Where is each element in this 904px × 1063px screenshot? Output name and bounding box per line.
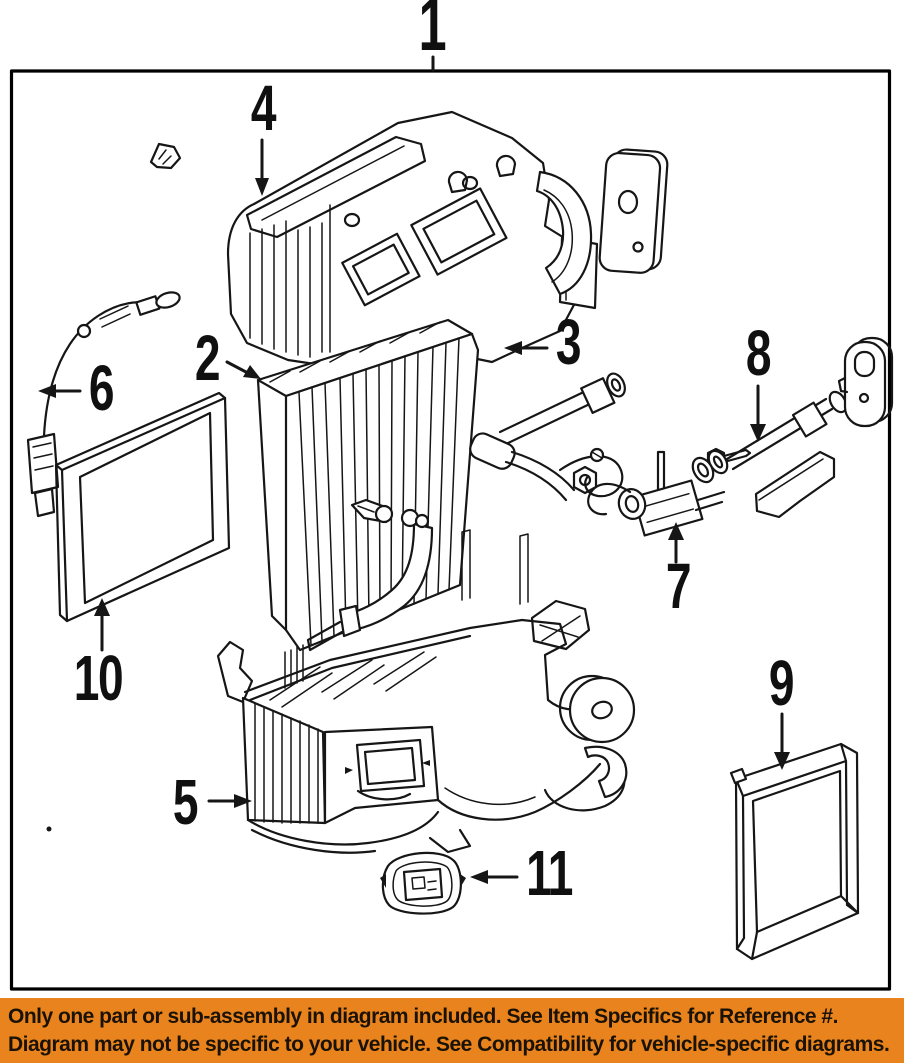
evaporator-core-part (256, 318, 480, 652)
diagram-frame-border (9, 69, 892, 991)
drain-grommet-part (380, 851, 466, 915)
callout-label-3: 3 (555, 306, 582, 378)
callout-label-8: 8 (745, 317, 772, 389)
clip-part (149, 142, 182, 170)
upper-housing-part (226, 110, 599, 371)
callout-arrows (38, 138, 790, 884)
insulator-pad-part (754, 450, 836, 519)
refrigerant-pipe-parts (469, 372, 626, 502)
grommet-part (837, 336, 894, 428)
callout-11-arrow (470, 870, 519, 884)
callout-label-9: 9 (768, 647, 795, 719)
callout-2-arrow (225, 360, 261, 379)
callout-label-11: 11 (526, 837, 573, 909)
callout-10-arrow (94, 598, 110, 652)
mounting-pad-part (598, 148, 669, 274)
disclaimer-line-2: Diagram may not be specific to your vehi… (8, 1033, 890, 1056)
callout-9-arrow (774, 712, 790, 770)
filter-frame-part (729, 742, 860, 961)
callout-label-4: 4 (250, 72, 277, 144)
callout-label-1: 1 (418, 0, 447, 66)
lower-housing-part (46, 618, 636, 854)
callout-4-arrow (255, 138, 269, 196)
liquid-tube-part (691, 390, 848, 484)
callout-label-2: 2 (194, 322, 221, 394)
screw-parts (350, 498, 430, 529)
disclaimer-line-1: Only one part or sub-assembly in diagram… (8, 1005, 838, 1028)
callout-label-10: 10 (73, 642, 124, 714)
seal-frame-part (54, 391, 231, 623)
callout-3-arrow (504, 341, 549, 355)
callout-8-arrow (750, 384, 766, 442)
disclaimer-banner: Only one part or sub-assembly in diagram… (0, 998, 904, 1063)
callout-7-arrow (668, 522, 684, 564)
callout-label-6: 6 (88, 352, 115, 424)
callout-5-arrow (207, 794, 252, 808)
drain-hose-part (306, 522, 434, 652)
callout-label-7: 7 (665, 550, 692, 622)
callout-6-arrow (38, 384, 82, 398)
bracket-part (461, 529, 591, 651)
callout-label-5: 5 (172, 766, 199, 838)
